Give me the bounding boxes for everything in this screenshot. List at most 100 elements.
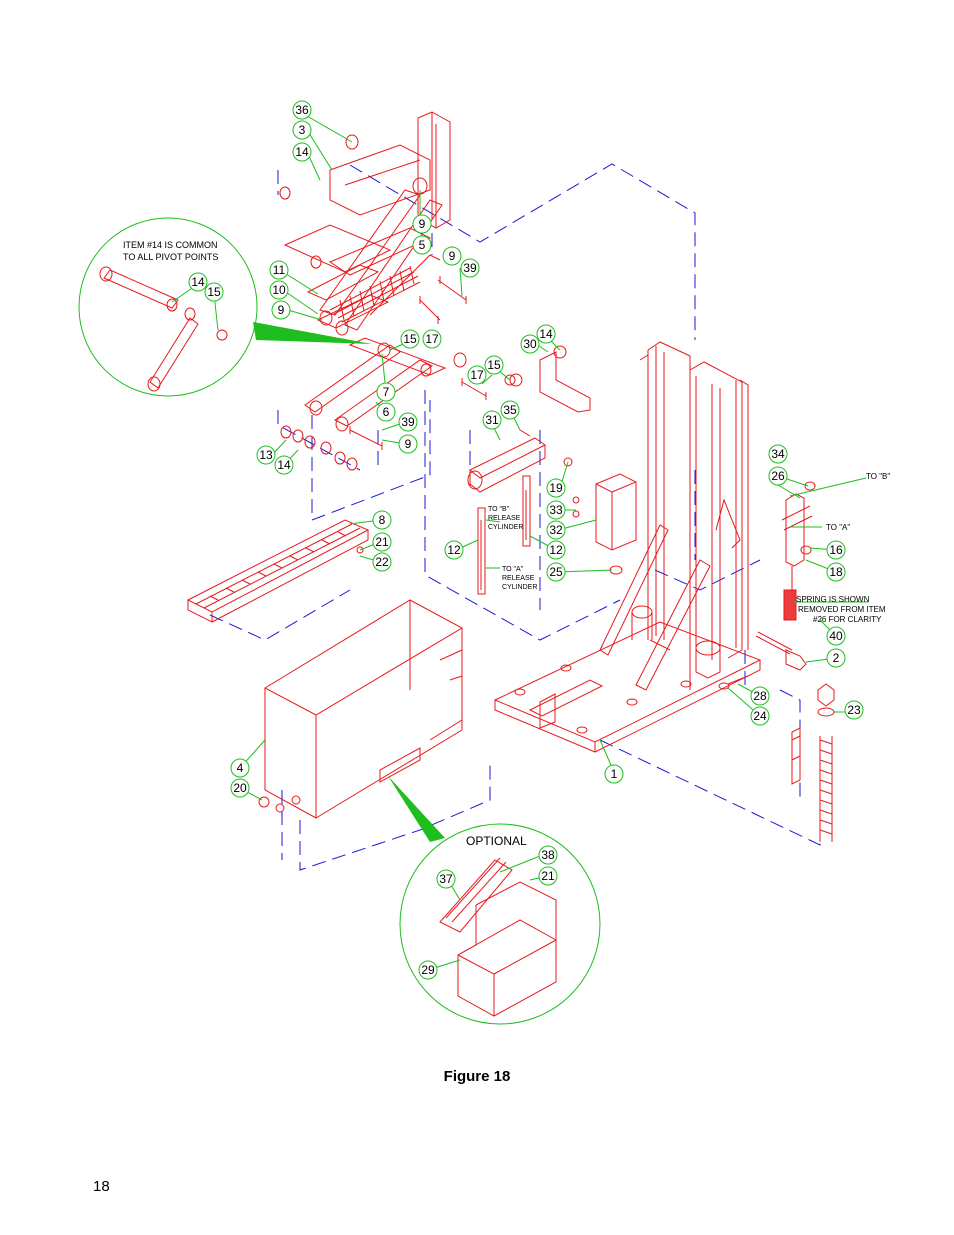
svg-text:11: 11 [273,263,286,277]
callout-6: 6 [376,402,396,422]
callout-21: 21 [538,866,558,886]
svg-text:7: 7 [383,385,390,399]
svg-text:5: 5 [419,238,426,252]
callout-14: 14 [274,455,294,475]
release-cylinder-rod-a [477,507,486,595]
svg-text:15: 15 [207,285,221,299]
callout-32: 32 [546,520,566,540]
pointer-wedges [253,322,445,842]
callout-16: 16 [826,540,846,560]
svg-text:12: 12 [447,543,461,557]
svg-text:14: 14 [277,458,291,472]
svg-text:28: 28 [753,689,767,703]
spring-coils [329,265,421,323]
page-number: 18 [93,1178,110,1195]
callout-1: 1 [604,764,624,784]
note-to-b-release-1: TO "B" [488,506,510,513]
callout-9: 9 [442,246,462,266]
main-column-frame [639,341,749,690]
note-optional: OPTIONAL [466,834,527,848]
svg-text:32: 32 [549,523,563,537]
callout-31: 31 [482,410,502,430]
svg-text:14: 14 [295,145,309,159]
callout-19: 19 [546,478,566,498]
callout-9: 9 [398,434,418,454]
svg-text:30: 30 [523,337,537,351]
svg-text:9: 9 [405,437,412,451]
callout-12: 12 [546,540,566,560]
note-spring-1: SPRING IS SHOWN [796,595,870,604]
callout-29: 29 [418,960,438,980]
note-to-a-release-2: RELEASE [502,575,535,582]
bracket-part-30 [509,345,591,413]
pull-handle-assembly-26 [781,481,816,590]
svg-text:19: 19 [549,481,563,495]
svg-text:1: 1 [611,767,618,781]
svg-text:2: 2 [833,651,840,665]
callout-18: 18 [826,562,846,582]
figure-caption: Figure 18 [443,1068,511,1085]
callout-38: 38 [538,845,558,865]
svg-text:10: 10 [272,283,286,297]
callout-7: 7 [376,382,396,402]
callout-14: 14 [536,324,556,344]
spring-40 [783,589,797,621]
bolt-24 [727,675,749,685]
callout-37: 37 [436,869,456,889]
svg-text:8: 8 [379,513,386,527]
callout-34: 34 [768,444,788,464]
note-to-a: TO "A" [826,523,850,532]
callout-10: 10 [269,280,289,300]
svg-text:37: 37 [439,872,453,886]
callout-21: 21 [372,532,392,552]
svg-text:25: 25 [549,565,563,579]
svg-text:15: 15 [487,358,501,372]
callout-26: 26 [768,466,788,486]
callout-36: 36 [292,100,312,120]
svg-text:9: 9 [278,303,285,317]
svg-text:21: 21 [541,869,555,883]
svg-text:9: 9 [419,217,426,231]
svg-text:26: 26 [771,469,785,483]
svg-text:18: 18 [829,565,843,579]
control-box-32 [595,473,637,551]
svg-text:20: 20 [233,781,247,795]
small-fasteners [258,374,623,813]
callout-labels: 36 3 14 9 5 9 39 11 10 9 15 17 30 14 15 … [188,100,864,980]
diagram-notes: ITEM #14 IS COMMON TO ALL PIVOT POINTS T… [123,240,890,848]
callout-33: 33 [546,500,566,520]
svg-text:16: 16 [829,543,843,557]
svg-text:4: 4 [237,761,244,775]
svg-text:31: 31 [485,413,499,427]
svg-text:36: 36 [295,103,309,117]
svg-text:38: 38 [541,848,555,862]
svg-text:34: 34 [771,447,785,461]
callout-15: 15 [400,329,420,349]
washer-stack [280,425,358,471]
long-bolt-a [791,727,801,785]
inset-pivot-parts [99,266,228,392]
note-to-b-release-2: RELEASE [488,515,521,522]
note-to-b-release-3: CYLINDER [488,524,523,531]
callout-9: 9 [271,300,291,320]
note-to-a-release-3: CYLINDER [502,584,537,591]
svg-text:24: 24 [753,709,767,723]
callout-35: 35 [500,400,520,420]
callout-4: 4 [230,758,250,778]
threaded-rod-2 [755,631,807,671]
optional-housing-29 [439,857,557,1017]
svg-text:14: 14 [539,327,553,341]
note-spring-2: REMOVED FROM ITEM [798,605,886,614]
callout-25: 25 [546,562,566,582]
svg-text:40: 40 [829,629,843,643]
callout-2: 2 [826,648,846,668]
svg-text:6: 6 [383,405,390,419]
svg-text:35: 35 [503,403,517,417]
callout-28: 28 [750,686,770,706]
svg-text:14: 14 [191,275,205,289]
callout-13: 13 [256,445,276,465]
callout-22: 22 [372,552,392,572]
callout-15: 15 [484,355,504,375]
svg-text:9: 9 [449,249,456,263]
